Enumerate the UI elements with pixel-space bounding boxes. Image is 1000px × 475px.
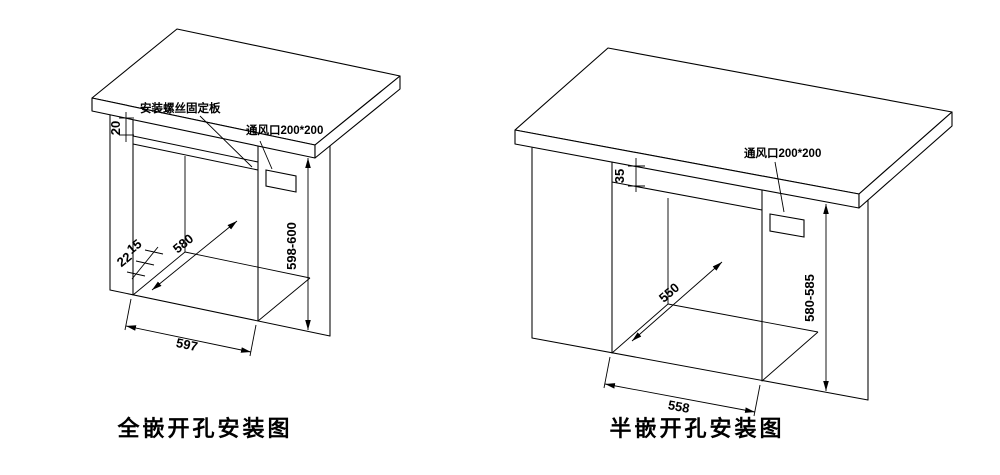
left-dim-height-value: 598-600 <box>284 222 299 270</box>
right-dim-height-value: 580-585 <box>802 274 817 322</box>
left-dim-top-rail: 20 <box>108 112 134 142</box>
right-countertop-side-face <box>858 111 953 209</box>
right-dim-height: 580-585 <box>802 204 829 391</box>
right-diagram: 35 550 558 580-585 通风口200*200 半嵌开孔安装图 <box>514 47 953 441</box>
left-opening-cutout <box>132 119 259 322</box>
left-countertop <box>91 28 401 159</box>
left-dim-height: 598-600 <box>284 158 311 330</box>
left-dim-top-rail-value: 20 <box>108 121 123 135</box>
right-vent-cutout <box>769 213 805 238</box>
left-dim-width: 597 <box>124 298 257 357</box>
left-dim-depth: 580 <box>151 220 238 291</box>
left-cabinet-body <box>109 114 331 337</box>
right-dim-depth: 550 <box>631 261 723 342</box>
right-dim-width: 558 <box>603 356 761 417</box>
right-dim-top-rail-value: 35 <box>612 169 627 183</box>
left-caption: 全嵌开孔安装图 <box>116 416 292 441</box>
right-opening-cutout <box>611 161 763 382</box>
left-fixing-plate-leader <box>199 115 253 168</box>
left-dim-plate-offsets: 22 15 <box>114 236 164 280</box>
right-vent-leader <box>774 161 785 213</box>
right-countertop <box>514 47 953 209</box>
left-vent-label: 通风口200*200 <box>246 123 323 137</box>
left-countertop-side-face <box>314 75 401 159</box>
left-dim-depth-value: 580 <box>170 231 196 256</box>
left-fixing-plate-label: 安装螺丝固定板 <box>140 101 221 115</box>
left-diagram: 20 22 15 580 597 598-600 安装螺 <box>91 28 401 441</box>
left-vent-leader <box>259 140 273 170</box>
right-dim-depth-value: 550 <box>656 280 682 306</box>
right-caption: 半嵌开孔安装图 <box>609 416 784 441</box>
left-vent-cutout <box>265 169 297 193</box>
right-dim-width-value: 558 <box>667 397 691 416</box>
right-vent-label: 通风口200*200 <box>744 146 821 160</box>
right-cabinet-body <box>531 147 869 401</box>
left-dim-width-value: 597 <box>175 335 199 354</box>
right-dim-top-rail: 35 <box>612 158 645 192</box>
